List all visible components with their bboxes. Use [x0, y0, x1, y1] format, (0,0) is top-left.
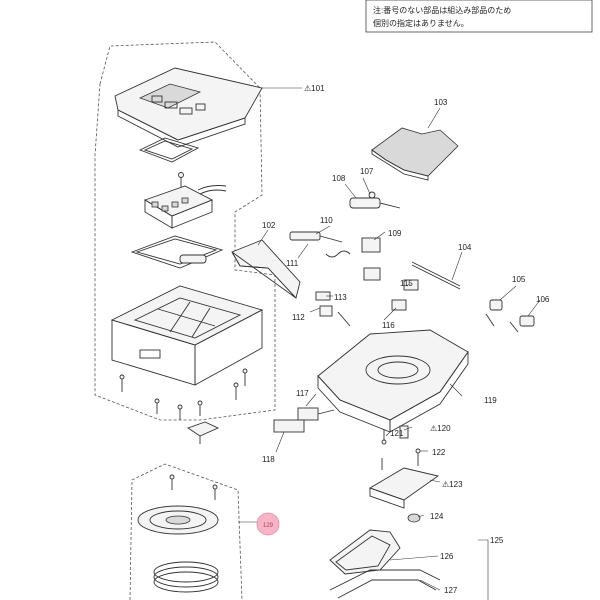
bracket-small [187, 421, 220, 444]
label-126: 126 [440, 552, 454, 561]
chassis-119 [317, 329, 469, 433]
part-115-116 [391, 279, 419, 311]
note-frame [365, 0, 593, 33]
label-104: 104 [458, 243, 472, 252]
heater-plate-103 [371, 127, 459, 181]
note-box: 注:番号のない部品は組込み部品のため 個別の指定はありません。 [365, 0, 593, 33]
label-107: 107 [360, 167, 374, 176]
label-115: 115 [400, 279, 413, 288]
label-117: 117 [296, 389, 309, 398]
rod-104 [411, 261, 461, 290]
part-107-108 [349, 191, 401, 209]
leader-lines [257, 107, 541, 600]
part-109-111 [289, 231, 381, 281]
base-screws [119, 368, 248, 420]
label-125: 125 [490, 536, 504, 545]
top-cover-panel [114, 67, 263, 148]
label-112: 112 [292, 313, 305, 322]
note-line-2: 個別の指定はありません。 [373, 18, 469, 28]
assembly-lower-boundary [129, 463, 262, 600]
label-120: ⚠120 [430, 424, 451, 433]
label-127: 127 [444, 586, 458, 595]
label-101: ⚠101 [304, 84, 325, 93]
note-line-1: 注:番号のない部品は組込み部品のため [373, 5, 511, 15]
label-119: 119 [484, 396, 497, 405]
gasket-frame [138, 137, 200, 163]
label-123: ⚠123 [442, 480, 463, 489]
label-110: 110 [320, 216, 333, 225]
base-housing [110, 285, 264, 386]
badge-label: 129 [263, 523, 274, 529]
gasket-ring [130, 235, 224, 269]
badge-circle [256, 512, 280, 536]
label-124: 124 [430, 512, 444, 521]
label-102: 102 [262, 221, 276, 230]
label-116: 116 [382, 321, 395, 330]
label-106: 106 [536, 295, 550, 304]
label-121: 121 [390, 429, 404, 438]
label-113: 113 [334, 293, 347, 302]
label-111: 111 [286, 259, 299, 268]
part-105-106 [485, 299, 535, 333]
label-118: 118 [262, 455, 275, 464]
label-103: 103 [434, 98, 448, 107]
callout-badge-129: 129 [256, 512, 280, 536]
part-117-118 [273, 407, 335, 433]
label-105: 105 [512, 275, 526, 284]
control-board [143, 185, 227, 229]
label-122: 122 [432, 448, 446, 457]
assembly-101-boundary [94, 41, 302, 421]
label-108: 108 [332, 174, 346, 183]
part-labels: ⚠101 102 103 104 105 106 107 108 109 110… [262, 84, 550, 595]
part-125-127 [329, 529, 441, 599]
part-120-124 [368, 425, 440, 523]
label-109: 109 [388, 229, 402, 238]
side-bracket-102 [231, 239, 301, 299]
